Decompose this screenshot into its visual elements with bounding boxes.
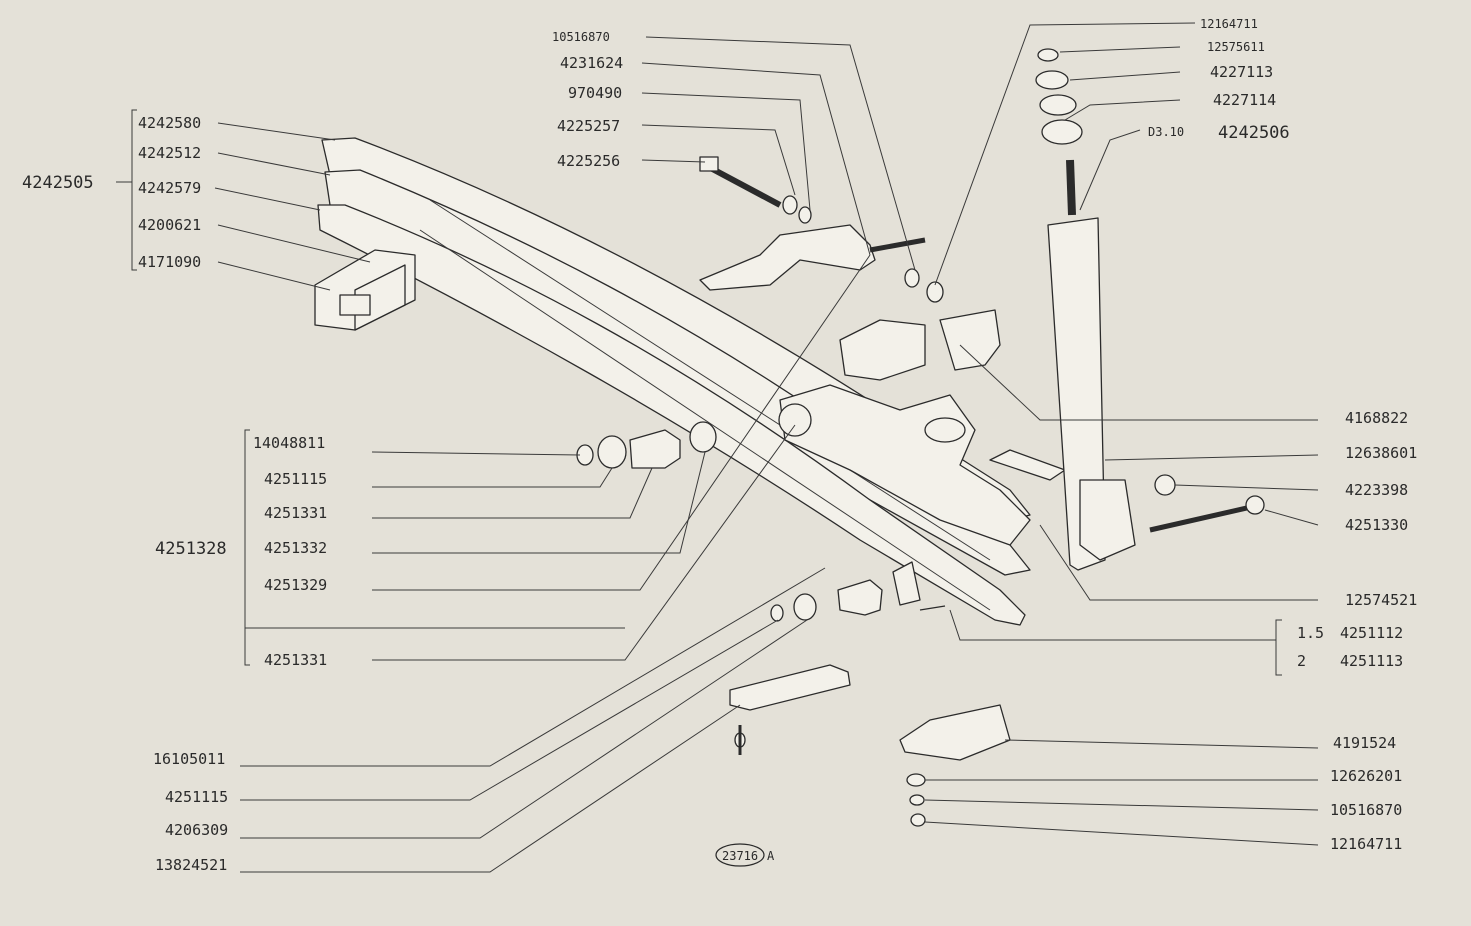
part-label-bottom-right-1: 4191524 <box>1333 734 1396 752</box>
upper-bracket-drawing <box>699 156 926 291</box>
part-label-spring-2: 4242512 <box>138 144 201 162</box>
part-label-bottom-left-1: 16105011 <box>153 750 225 768</box>
part-label-bottom-right-3: 10516870 <box>1330 801 1402 819</box>
part-label-bottom-left-4: 13824521 <box>155 856 227 874</box>
rubber-pads-drawing <box>839 268 1001 381</box>
part-label-spring-5: 4171090 <box>138 253 201 271</box>
bush-stack-drawing <box>576 421 717 469</box>
lower-bush-drawing <box>770 561 946 622</box>
shim-part-1: 4251112 <box>1340 624 1403 642</box>
figure-ref-suffix: A <box>767 849 775 863</box>
part-label-right-3: 4223398 <box>1345 481 1408 499</box>
spring-assembly-label: 4242505 <box>22 173 94 193</box>
spring-clip-drawing <box>314 249 416 331</box>
part-label-right-2: 12638601 <box>1345 444 1417 462</box>
shock-note-label: D3.10 <box>1148 125 1184 139</box>
part-label-bush-1: 14048811 <box>253 434 325 452</box>
shim-qty-2: 2 <box>1297 652 1306 670</box>
part-label-bush-6: 4251331 <box>264 651 327 669</box>
part-label-bottom-right-2: 12626201 <box>1330 767 1402 785</box>
shim-qty-1: 1.5 <box>1297 624 1324 642</box>
part-label-top-center-1: 10516870 <box>552 30 610 44</box>
figure-ref-oval <box>715 843 765 867</box>
part-label-spring-1: 4242580 <box>138 114 201 132</box>
damper-cylinder-drawing <box>729 664 851 755</box>
part-label-top-right-2: 12575611 <box>1207 40 1265 54</box>
part-label-right-1: 4168822 <box>1345 409 1408 427</box>
part-label-bush-3: 4251331 <box>264 504 327 522</box>
bush-assembly-label: 4251328 <box>155 539 227 559</box>
top-mount-rubbers-drawing <box>1035 48 1083 145</box>
shock-absorber-label: 4242506 <box>1218 123 1290 143</box>
part-label-top-center-4: 4225257 <box>557 117 620 135</box>
shock-absorber-drawing <box>1047 159 1265 571</box>
part-label-top-center-2: 4231624 <box>560 54 623 72</box>
axle-beam-drawing <box>778 384 1066 546</box>
part-label-bush-2: 4251115 <box>264 470 327 488</box>
figure-ref-number: 23716 <box>722 849 758 863</box>
shim-part-2: 4251113 <box>1340 652 1403 670</box>
part-label-bush-4: 4251332 <box>264 539 327 557</box>
part-label-bottom-left-3: 4206309 <box>165 821 228 839</box>
leader-lines <box>116 22 1319 873</box>
part-label-right-5: 12574521 <box>1345 591 1417 609</box>
part-label-right-4: 4251330 <box>1345 516 1408 534</box>
part-label-top-right-4: 4227114 <box>1213 91 1276 109</box>
part-label-spring-3: 4242579 <box>138 179 201 197</box>
part-label-top-center-5: 4225256 <box>557 152 620 170</box>
mount-block-drawing <box>899 704 1011 827</box>
part-label-spring-4: 4200621 <box>138 216 201 234</box>
part-label-top-right-1: 12164711 <box>1200 17 1258 31</box>
part-label-top-right-3: 4227113 <box>1210 63 1273 81</box>
part-label-bottom-right-4: 12164711 <box>1330 835 1402 853</box>
part-label-bush-5: 4251329 <box>264 576 327 594</box>
part-label-bottom-left-2: 4251115 <box>165 788 228 806</box>
leaf-spring-drawing <box>317 137 1031 626</box>
part-label-top-center-3: 970490 <box>568 84 622 102</box>
